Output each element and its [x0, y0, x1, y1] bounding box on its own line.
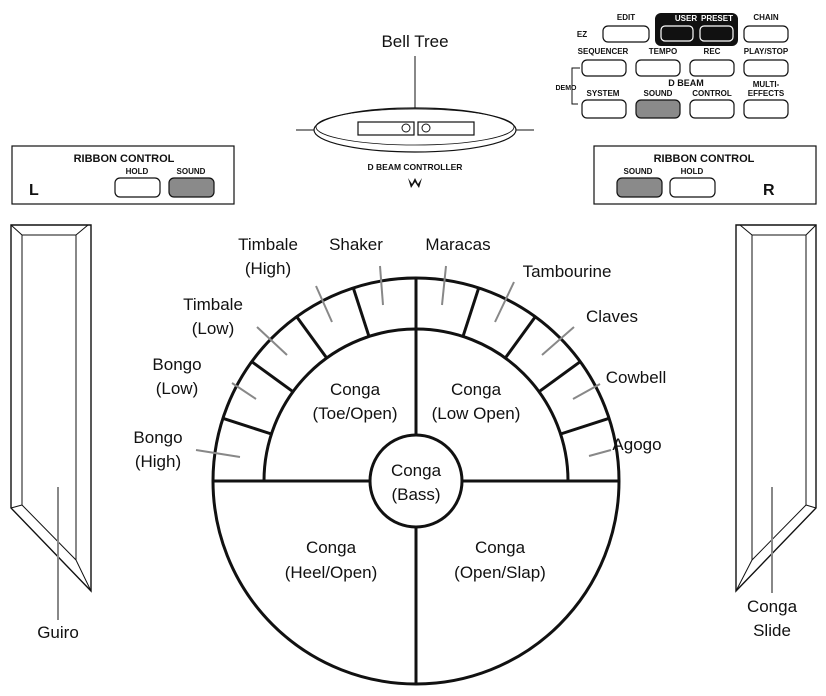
side-pad-left[interactable]: [10, 224, 92, 593]
system-label: SYSTEM: [587, 89, 620, 98]
sequencer-button[interactable]: [581, 59, 627, 77]
sound-label: SOUND: [644, 89, 673, 98]
rim-divider: [295, 315, 328, 359]
rim-label-2-line2: (Low): [192, 319, 235, 338]
control-label: CONTROL: [692, 89, 732, 98]
user-button[interactable]: [660, 25, 694, 42]
pad-conga-open-slap[interactable]: [416, 481, 619, 684]
dbeam-control-button[interactable]: [689, 99, 735, 119]
rim-divider: [222, 416, 272, 436]
main-pad: Conga (Bass) Conga (Toe/Open) Conga (Low…: [211, 276, 621, 686]
d-beam-logo-icon: [408, 178, 422, 188]
rim-divider: [504, 315, 537, 359]
conga-slide-label-1: Conga: [747, 597, 798, 616]
ribbon-right-hold-label: HOLD: [681, 167, 704, 176]
demo-label: DEMO: [556, 85, 578, 92]
toe-label-1: Conga: [330, 380, 381, 399]
ribbon-left-side: L: [29, 182, 39, 199]
ribbon-right-side: R: [763, 182, 775, 199]
ribbon-right-sound-label: SOUND: [624, 167, 653, 176]
d-beam-controller: Bell Tree D BEAM CONTROLLER: [296, 32, 534, 188]
low-open-label-1: Conga: [451, 380, 502, 399]
system-button[interactable]: [581, 99, 627, 119]
toe-label-2: (Toe/Open): [312, 404, 397, 423]
conga-slide-label-2: Slide: [753, 621, 791, 640]
play-stop-button[interactable]: [743, 59, 789, 77]
ribbon-left-sound-label: SOUND: [177, 167, 206, 176]
rim-label-6-line1: Tambourine: [523, 262, 612, 281]
dbeam-sound-button[interactable]: [635, 99, 681, 119]
preset-label: PRESET: [701, 14, 733, 23]
rim-label-2-line1: Timbale: [183, 295, 243, 314]
ribbon-right-title: RIBBON CONTROL: [654, 153, 755, 165]
d-beam-sensor-right: [417, 121, 475, 136]
bell-tree-label: Bell Tree: [381, 32, 448, 51]
button-panel: EZ EDIT USER PRESET CHAIN SEQUENCER TEMP…: [556, 13, 789, 119]
side-pad-right[interactable]: [735, 224, 817, 593]
d-beam-housing: [313, 107, 517, 153]
rim-dividers: [222, 287, 610, 436]
ribbon-left-title: RIBBON CONTROL: [74, 153, 175, 165]
ribbon-left-sound-button[interactable]: [168, 177, 215, 198]
rim-label-3-line1: Timbale: [238, 235, 298, 254]
edit-label: EDIT: [617, 13, 635, 22]
ribbon-left-hold-button[interactable]: [114, 177, 161, 198]
chain-button[interactable]: [743, 25, 789, 43]
pad-conga-bass[interactable]: [368, 433, 464, 529]
chain-label: CHAIN: [753, 13, 779, 22]
rec-button[interactable]: [689, 59, 735, 77]
ez-label: EZ: [577, 30, 587, 39]
play-stop-label: PLAY/STOP: [744, 47, 789, 56]
rim-label-5-line1: Maracas: [425, 235, 490, 254]
rim-divider: [461, 287, 481, 337]
multi-label-1: MULTI-: [753, 80, 780, 89]
rim-label-7-line1: Claves: [586, 307, 638, 326]
rim-divider: [351, 287, 371, 337]
rim-label-9-line1: Agogo: [612, 435, 661, 454]
rim-divider: [538, 360, 582, 393]
slap-label-2: (Open/Slap): [454, 563, 546, 582]
ribbon-left-hold-label: HOLD: [126, 167, 149, 176]
heel-label-2: (Heel/Open): [285, 563, 378, 582]
tempo-button[interactable]: [635, 59, 681, 77]
d-beam-sensor-left: [357, 121, 415, 136]
tempo-label: TEMPO: [649, 47, 677, 56]
ribbon-right-hold-button[interactable]: [669, 177, 716, 198]
ribbon-control-left: RIBBON CONTROL L HOLD SOUND: [11, 145, 235, 205]
heel-label-1: Conga: [306, 538, 357, 557]
ribbon-control-right: RIBBON CONTROL R SOUND HOLD: [593, 145, 817, 205]
preset-button[interactable]: [699, 25, 734, 42]
ribbon-right-sound-button[interactable]: [616, 177, 663, 198]
sequencer-label: SEQUENCER: [578, 47, 629, 56]
bass-label-1: Conga: [391, 461, 442, 480]
rim-label-8-line1: Cowbell: [606, 368, 666, 387]
rim-divider: [250, 360, 294, 393]
rim-label-3-line2: (High): [245, 259, 291, 278]
rim-divider: [560, 416, 610, 436]
d-beam-title: D BEAM CONTROLLER: [368, 162, 463, 172]
slap-label-1: Conga: [475, 538, 526, 557]
rim-label-1-line1: Bongo: [152, 355, 201, 374]
low-open-label-2: (Low Open): [432, 404, 521, 423]
rim-labels: Bongo (High) Bongo (Low) Timbale (Low) T…: [133, 235, 666, 471]
rim-label-1-line2: (Low): [156, 379, 199, 398]
pad-conga-heel-open[interactable]: [213, 481, 416, 684]
demo-bracket: [571, 67, 580, 105]
multi-effects-button[interactable]: [743, 99, 789, 119]
bass-label-2: (Bass): [391, 485, 440, 504]
rim-label-0-line2: (High): [135, 452, 181, 471]
rec-label: REC: [704, 47, 721, 56]
guiro-label: Guiro: [37, 623, 79, 642]
d-beam-label: D BEAM: [668, 78, 704, 88]
rim-label-4-line1: Shaker: [329, 235, 383, 254]
multi-label-2: EFFECTS: [748, 89, 785, 98]
edit-button[interactable]: [602, 25, 650, 43]
rim-label-0-line1: Bongo: [133, 428, 182, 447]
user-label: USER: [675, 14, 697, 23]
